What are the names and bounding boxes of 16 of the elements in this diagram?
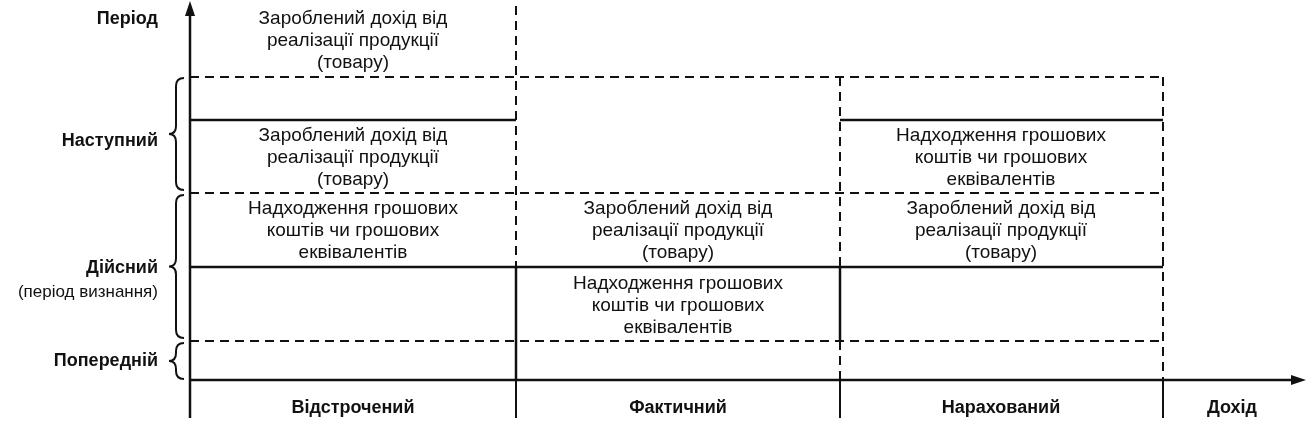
axis-title: Дохід [1207,396,1257,418]
cell-text: Надходження грошових коштів чи грошових еквівалентів [895,124,1107,190]
category-label: Нарахований [941,396,1061,418]
period-label: Дійсний [86,256,158,278]
cell-text: Зароблений дохід від реалізації продукції (товару) [258,7,448,73]
cell-text: Зароблений дохід від реалізації продукції (товару) [258,124,448,190]
period-label: Наступний [61,129,158,151]
cell-text: Надходження грошових коштів чи грошових еквівалентів [247,197,459,263]
period-note: (період визнання) [17,281,158,303]
cell-text: Зароблений дохід від реалізації продукції (товару) [583,197,773,263]
category-label: Фактичний [629,396,727,418]
category-label: Відстрочений [291,396,415,418]
cell-text: Зароблений дохід від реалізації продукції (товару) [906,197,1096,263]
period-label: Попередній [53,349,158,371]
cell-text: Надходження грошових коштів чи грошових еквівалентів [572,272,784,338]
axis-title: Період [96,7,158,29]
